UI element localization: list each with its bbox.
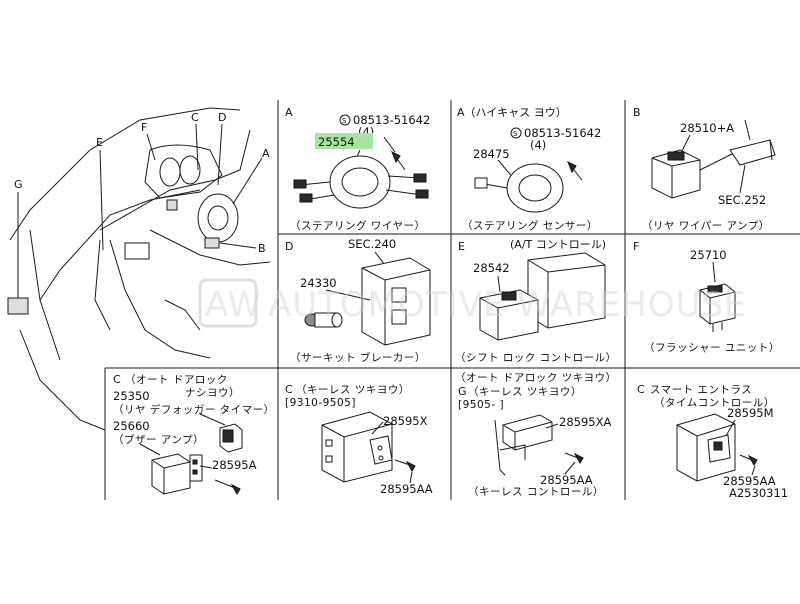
panel-c1-title2: ナシヨウ）	[185, 387, 240, 399]
panel-f-letter: F	[633, 240, 639, 253]
panel-e-letter: E	[458, 240, 465, 253]
watermark: AW AUTOMOTIVE WAREHOUSE	[198, 278, 747, 328]
panel-a2-pn-screw: 08513-51642	[524, 126, 601, 140]
panel-f-caption: （フラッシャー ユニット）	[644, 342, 780, 354]
panel-a-hicas-sensor: A（ハイキャス ヨウ） S 08513-51642 (4) 28475 （ステア…	[457, 106, 601, 232]
watermark-logo: AW	[205, 285, 262, 325]
callout-d-label: D	[218, 111, 226, 124]
panel-c1-pn-timer: 25350	[113, 389, 150, 403]
panel-a2-caption: （ステアリング センサー）	[462, 219, 598, 232]
callout-f-label: F	[141, 121, 147, 134]
panel-a-steering-wire: A S 08513-51642 (4) 25554 （ステアリング ワイヤー）	[285, 106, 430, 232]
overview-callouts: E F C D A B G	[14, 111, 270, 298]
panel-b-letter: B	[633, 106, 641, 119]
panel-a2-screw-note: S	[513, 130, 518, 138]
panel-a2-qty: (4)	[530, 138, 546, 152]
panel-g-title2: （キーレス ツキヨウ）	[468, 386, 582, 398]
panel-b-rear-wiper-amp: B 28510+A SEC.252 （リヤ ワイパー アンプ）	[633, 106, 776, 232]
panel-d-circuit-breaker: D SEC.240 24330 （サーキット ブレーカー）	[285, 237, 431, 364]
panel-g-pn-screw: 28595AA	[540, 473, 593, 487]
panel-c1-pn-buzzer: 25660	[113, 419, 150, 433]
callout-c-label: C	[191, 111, 199, 124]
panel-b-pn-sec: SEC.252	[718, 193, 766, 207]
panel-e-pn: 28542	[473, 261, 510, 275]
panel-a-screw-note: S	[342, 117, 347, 125]
panel-f-pn: 25710	[690, 248, 727, 262]
panel-e-caption: （シフト ロック コントロール）	[455, 352, 617, 364]
figure-code: A2530311	[729, 486, 788, 500]
watermark-text: AUTOMOTIVE WAREHOUSE	[268, 285, 747, 325]
panel-a-letter: A	[285, 106, 293, 119]
callout-f: F	[141, 121, 156, 161]
panel-g-caption: （キーレス コントロール）	[468, 486, 604, 498]
panel-e-title: (A/T コントロール)	[510, 238, 606, 251]
callout-e: E	[96, 136, 104, 251]
panel-b-pn-amp: 28510+A	[680, 121, 734, 135]
panel-d-pn-breaker: 24330	[300, 276, 337, 290]
panel-a2-letter: A（ハイキャス ヨウ）	[457, 106, 567, 119]
panel-d-letter: D	[285, 240, 293, 253]
panel-a-caption: （ステアリング ワイヤー）	[290, 219, 426, 232]
panel-c-keyless: C （キーレス ツキヨウ） [9310-9505] 28595X 28595AA	[285, 383, 433, 496]
panel-c1-desc-buzzer: （ブザー アンプ）	[113, 433, 204, 446]
panel-b-caption: （リヤ ワイパー アンプ）	[642, 220, 770, 232]
panel-c3-pn-screw: 28595AA	[723, 474, 776, 488]
callout-d: D	[217, 111, 226, 186]
panel-c3-title: スマート エントラス	[650, 384, 752, 396]
callout-e-label: E	[96, 136, 103, 149]
panel-g-title: （オート ドアロック ツキヨウ）	[455, 372, 617, 384]
panel-a-pn-clockspring: 25554	[318, 135, 355, 149]
panel-c1-letter: C	[113, 373, 121, 386]
panel-c1-desc-timer: （リヤ デフォッガー タイマー）	[113, 403, 275, 416]
panel-c3-pn-ecu: 28595M	[727, 406, 774, 420]
callout-a-label: A	[262, 147, 270, 160]
panel-f-flasher-unit: F 25710 （フラッシャー ユニット）	[633, 240, 780, 354]
panel-a-pn-screw: 08513-51642	[353, 113, 430, 127]
panel-a2-pn-sensor: 28475	[473, 147, 510, 161]
panel-g-pn-ecu: 28595XA	[559, 415, 611, 429]
panel-c2-range: [9310-9505]	[285, 397, 356, 409]
panel-c1-title1: （オート ドアロック	[125, 374, 228, 386]
panel-c-door-lock: C （オート ドアロック ナシヨウ） 25350 （リヤ デフォッガー タイマー…	[113, 373, 275, 495]
callout-a: A	[232, 147, 270, 205]
dashboard-overview	[7, 107, 271, 431]
panel-a-highlight	[315, 133, 373, 149]
callout-c: C	[191, 111, 199, 171]
panel-c1-pn-screw: 28595A	[212, 458, 257, 472]
panel-d-pn-sec: SEC.240	[348, 237, 396, 251]
callout-g: G	[14, 178, 23, 298]
callout-b-label: B	[258, 242, 266, 255]
panel-g-keyless-control: （オート ドアロック ツキヨウ） G （キーレス ツキヨウ） [9505- ] …	[455, 372, 617, 498]
callout-g-label: G	[14, 178, 23, 191]
panel-c2-title: （キーレス ツキヨウ）	[296, 384, 410, 396]
panel-c2-pn-ecu: 28595X	[383, 414, 428, 428]
panel-c2-letter: C	[285, 383, 293, 396]
panel-c2-pn-screw: 28595AA	[380, 482, 433, 496]
panel-c3-title2: （タイムコントロール）	[654, 397, 775, 409]
panel-grid	[104, 100, 800, 500]
panel-g-letter: G	[458, 385, 467, 398]
panel-c3-letter: C	[637, 383, 645, 396]
panel-g-range: [9505- ]	[458, 399, 504, 411]
panel-d-caption: （サーキット ブレーカー）	[290, 351, 426, 364]
panel-e-shift-lock: E (A/T コントロール) 28542 （シフト ロック コントロール）	[455, 238, 617, 364]
panel-c-smart-entrance: C スマート エントラス （タイムコントロール） 28595M 28595AA	[637, 383, 776, 488]
callout-b: B	[219, 242, 266, 255]
